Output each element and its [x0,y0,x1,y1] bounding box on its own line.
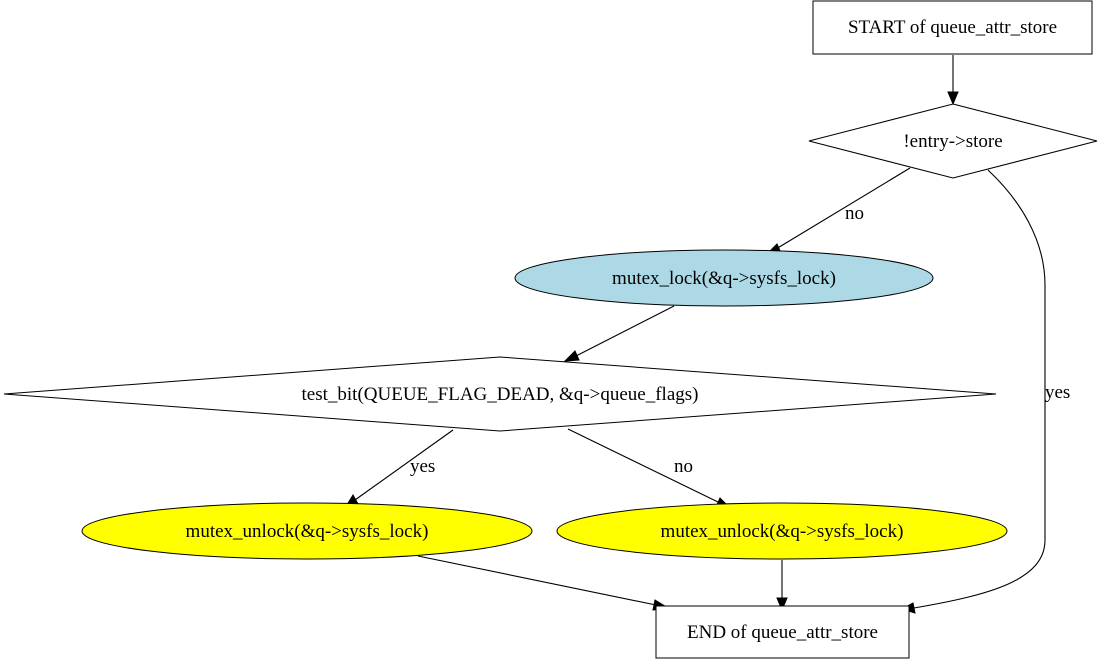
edge-label-no-2: no [674,456,693,477]
edge-start-to-check-store [947,55,959,106]
node-mutex-lock: mutex_lock(&q->sysfs_lock) [514,249,934,307]
node-end: END of queue_attr_store [655,605,910,659]
node-test-bit-label: test_bit(QUEUE_FLAG_DEAD, &q->queue_flag… [302,384,699,405]
edge-label-yes-2: yes [410,456,435,477]
node-check-store: !entry->store [808,103,1098,179]
edge-label-yes-1: yes [1045,382,1070,403]
node-unlock-yes-label: mutex_unlock(&q->sysfs_lock) [186,521,429,542]
edge-unlock-no-to-end [776,560,788,612]
edge-test-bit-to-unlock-yes: yes [343,429,454,509]
node-unlock-no-label: mutex_unlock(&q->sysfs_lock) [661,521,904,542]
node-test-bit: test_bit(QUEUE_FLAG_DEAD, &q->queue_flag… [3,356,997,432]
node-start-label: START of queue_attr_store [848,17,1057,38]
edge-mutex-lock-to-test-bit [563,305,675,362]
edge-label-no-1: no [845,203,864,224]
edge-test-bit-to-unlock-no: no [567,428,732,509]
edge-check-store-to-mutex-lock: no [763,167,911,257]
node-mutex-lock-label: mutex_lock(&q->sysfs_lock) [612,268,836,289]
node-unlock-yes: mutex_unlock(&q->sysfs_lock) [81,502,533,560]
node-check-store-label: !entry->store [903,131,1002,152]
node-start: START of queue_attr_store [812,0,1093,55]
node-unlock-no: mutex_unlock(&q->sysfs_lock) [556,502,1008,560]
node-end-label: END of queue_attr_store [687,622,878,643]
edge-unlock-yes-to-end [417,555,670,611]
